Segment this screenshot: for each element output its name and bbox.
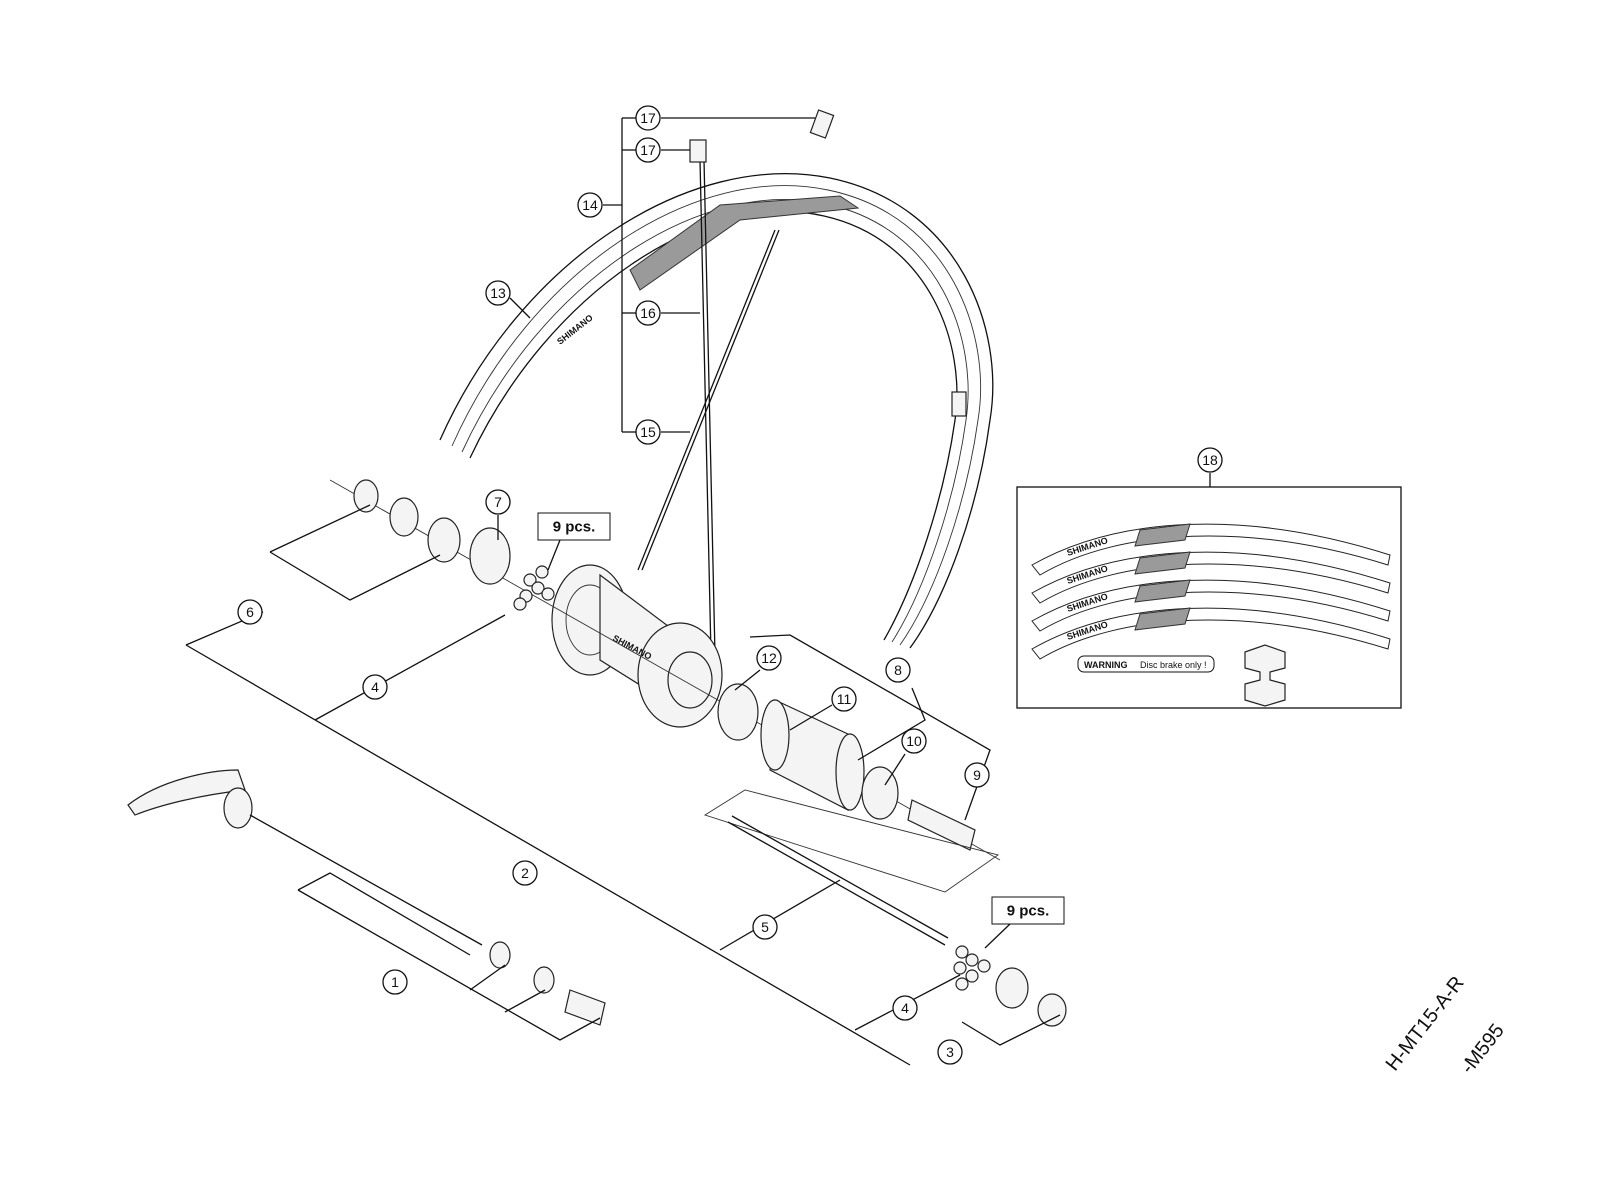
callout-number: 13 (490, 285, 506, 301)
callout-4: 4 (892, 995, 918, 1021)
rim-decal-strip (1031, 579, 1391, 632)
callout-number: 17 (640, 110, 656, 126)
callout-number: 6 (246, 604, 254, 620)
callout-number: 14 (582, 197, 598, 213)
svg-text:9 pcs.: 9 pcs. (553, 519, 596, 536)
qty-label: 9 pcs. (537, 512, 611, 571)
callout-number: 17 (640, 142, 656, 158)
callout-12: 12 (756, 645, 782, 671)
callout-17: 17 (635, 105, 661, 131)
callout-17: 17 (635, 137, 661, 163)
hub-body: SHIMANO (551, 564, 723, 728)
callout-circle (485, 280, 511, 306)
callout-4: 4 (362, 674, 388, 700)
callout-number: 10 (906, 733, 922, 749)
callout-number: 9 (973, 767, 981, 783)
rim-decal-strip (1031, 551, 1391, 604)
spoke-nipple (809, 109, 835, 139)
rim-decal (629, 195, 860, 291)
decal-graphic (1134, 607, 1191, 631)
callout-circle (831, 686, 857, 712)
callout-number: 18 (1202, 452, 1218, 468)
callout-circle (635, 300, 661, 326)
spokes (637, 109, 835, 701)
callout-number: 1 (391, 974, 399, 990)
rim-decal-strip (1031, 607, 1391, 660)
axle (727, 821, 946, 946)
quick-release-skewer (127, 769, 606, 1026)
callout-9: 9 (964, 762, 990, 788)
callout-circle (885, 657, 911, 683)
model-code: -M595 (1457, 1020, 1509, 1078)
rim-brand-text: SHIMANO (555, 313, 595, 347)
callout-number: 15 (640, 424, 656, 440)
callout-circle (1197, 447, 1223, 473)
rim: SHIMANO (439, 173, 994, 649)
callout-circle (635, 105, 661, 131)
callout-5: 5 (752, 914, 778, 940)
qty-label: 9 pcs. (984, 896, 1065, 949)
left-bearing-parts (329, 479, 1001, 861)
callout-number: 7 (494, 494, 502, 510)
callout-circle (635, 419, 661, 445)
warning-text: WARNING (1084, 660, 1128, 670)
callout-circle (485, 489, 511, 515)
callout-circle (937, 1039, 963, 1065)
callout-3: 3 (937, 1039, 963, 1065)
callout-number: 16 (640, 305, 656, 321)
callout-circle (237, 599, 263, 625)
callout-7: 7 (485, 489, 511, 515)
ball-bearings (513, 565, 555, 611)
info-sticker (1244, 644, 1286, 707)
callout-number: 5 (761, 919, 769, 935)
decal-graphic (1134, 523, 1191, 547)
callout-14: 14 (577, 192, 603, 218)
callout-circle (752, 914, 778, 940)
callout-circle (512, 860, 538, 886)
model-code: H-MT15-A-R (1382, 972, 1469, 1075)
svg-text:9 pcs.: 9 pcs. (1007, 903, 1050, 920)
callout-1: 1 (382, 969, 408, 995)
spoke-nipple (689, 139, 707, 163)
callout-circle (382, 969, 408, 995)
callout-8: 8 (885, 657, 911, 683)
callout-circle (901, 728, 927, 754)
callout-number: 11 (837, 691, 852, 707)
callout-number: 8 (894, 662, 902, 678)
callout-circle (756, 645, 782, 671)
decal-graphic (1134, 551, 1191, 575)
callout-circle (892, 995, 918, 1021)
callout-10: 10 (901, 728, 927, 754)
callout-number: 12 (761, 650, 777, 666)
callout-15: 15 (635, 419, 661, 445)
callout-6: 6 (237, 599, 263, 625)
callout-number: 4 (371, 679, 379, 695)
callout-circle (577, 192, 603, 218)
valve-hole-label (951, 391, 967, 417)
rim-decal-strip (1031, 523, 1391, 576)
freehub-body (703, 683, 1000, 893)
callout-13: 13 (485, 280, 511, 306)
callout-number: 3 (946, 1044, 954, 1060)
callout-circle (635, 137, 661, 163)
callout-18: 18 (1197, 447, 1223, 473)
callout-number: 4 (901, 1000, 909, 1016)
decal-graphic (1134, 579, 1191, 603)
callout-circle (964, 762, 990, 788)
right-bearing-parts (953, 945, 1067, 1027)
callout-circle (362, 674, 388, 700)
warning-label: WARNING Disc brake only ! (1077, 655, 1215, 673)
callout-2: 2 (512, 860, 538, 886)
callout-number: 2 (521, 865, 529, 881)
callout-11: 11 (831, 686, 857, 712)
callout-16: 16 (635, 300, 661, 326)
warning-note-text: Disc brake only ! (1140, 660, 1207, 670)
